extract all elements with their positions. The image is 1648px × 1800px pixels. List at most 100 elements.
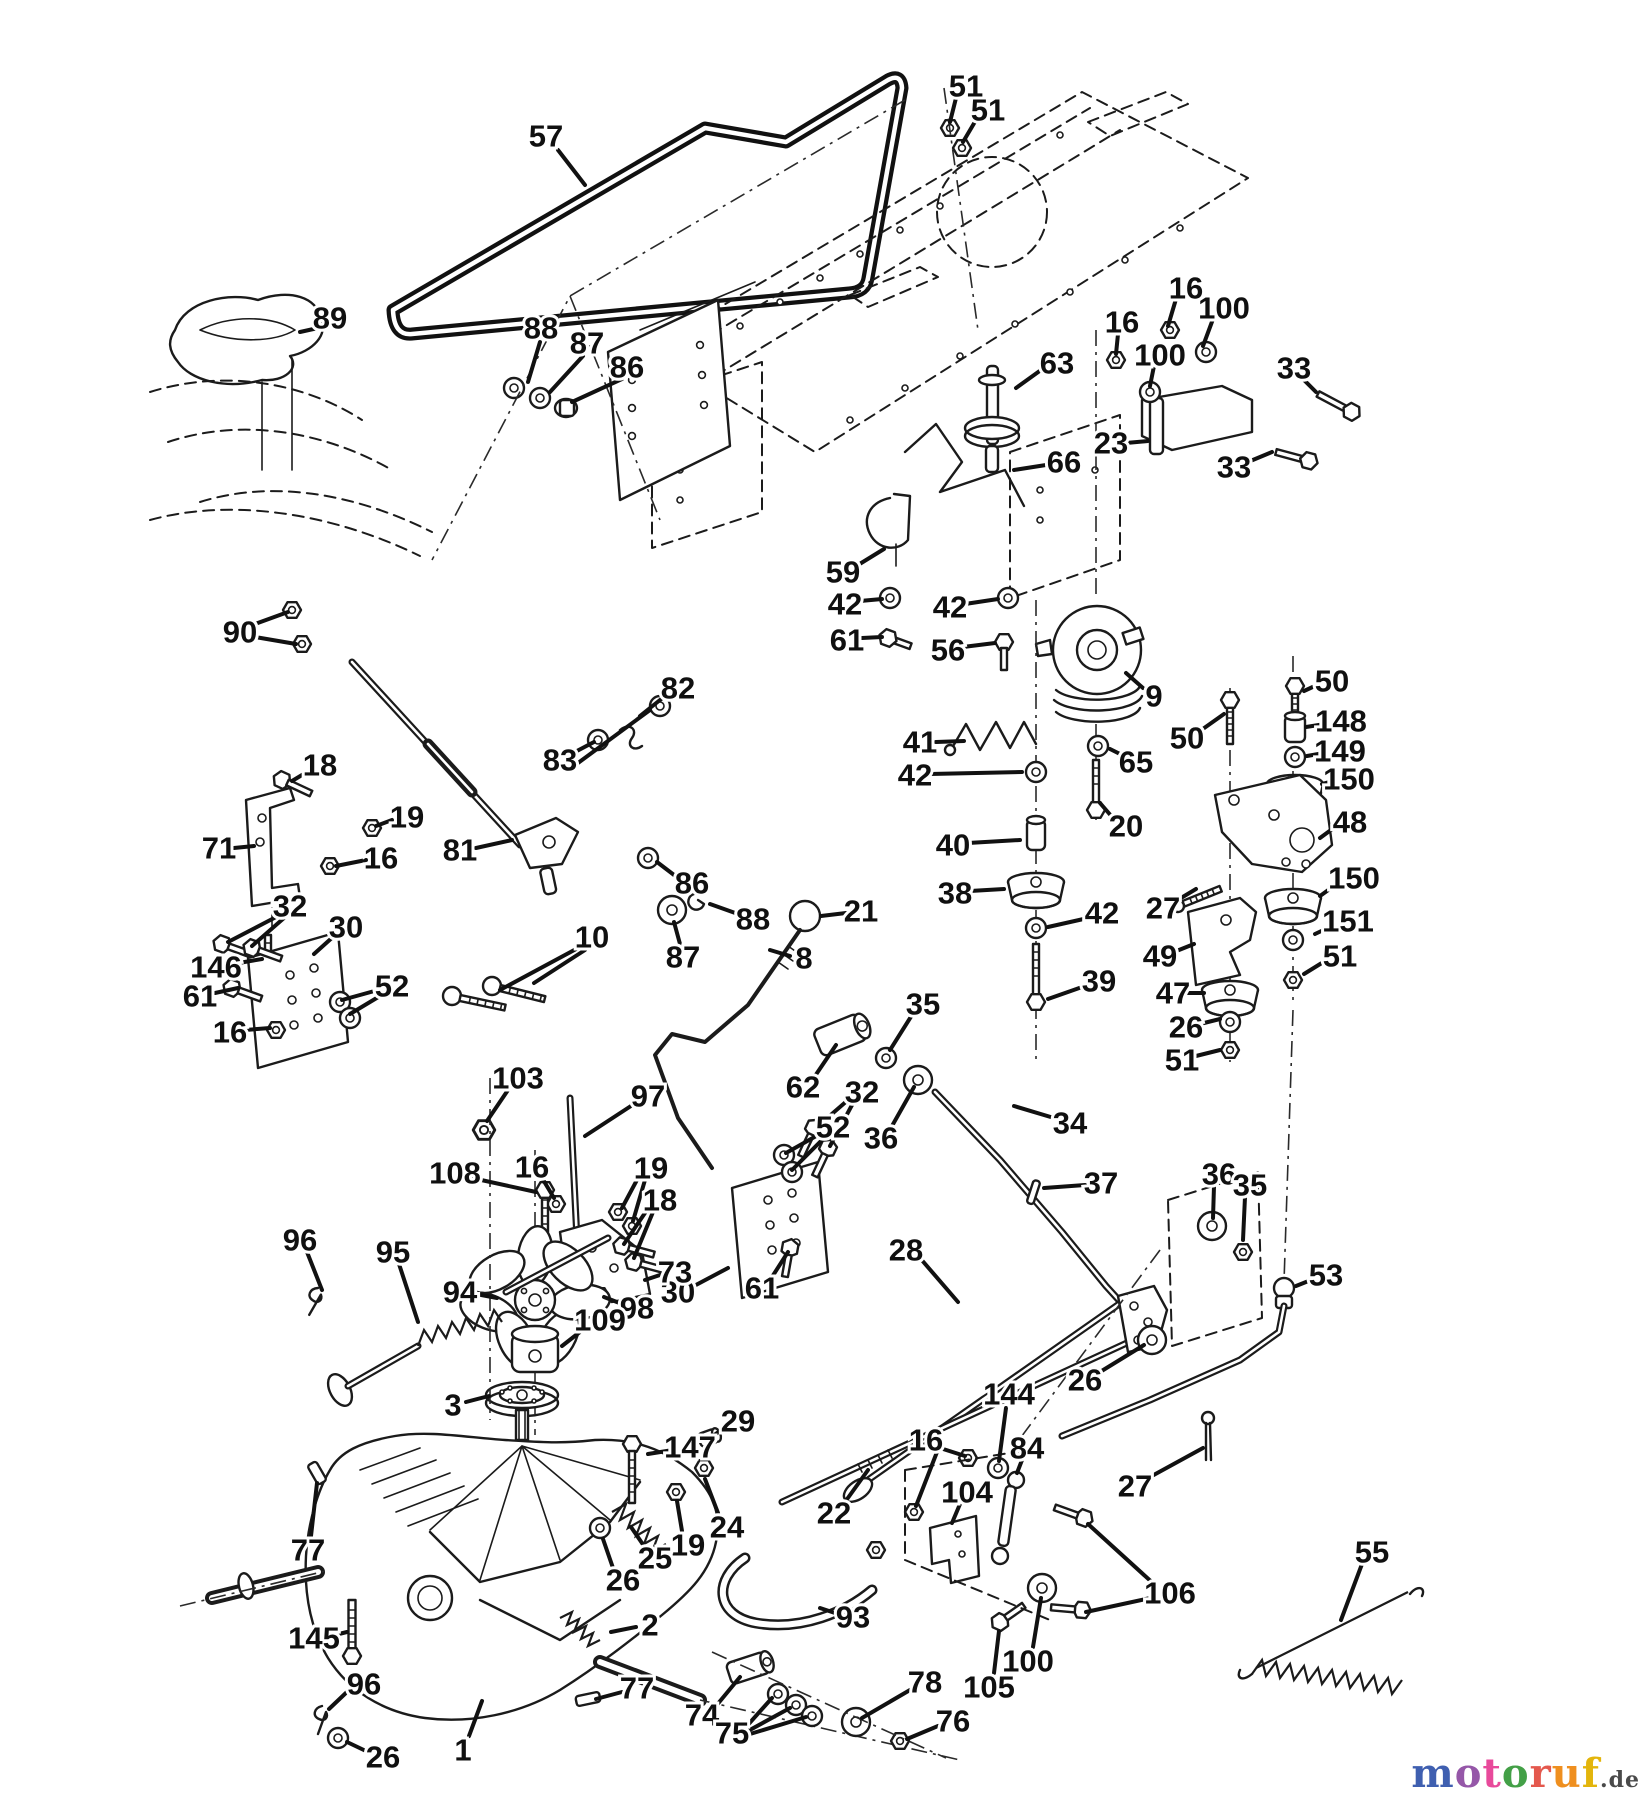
coupler-109 xyxy=(510,1324,560,1374)
leader-line-84 xyxy=(1015,1458,1024,1475)
leader-line-24 xyxy=(703,1477,720,1515)
leader-line-86 xyxy=(655,860,680,880)
leader-line-51 xyxy=(961,118,978,144)
leader-line-96 xyxy=(327,1688,351,1711)
part-label-74: 74 xyxy=(685,1698,720,1733)
part-label-39: 39 xyxy=(1082,964,1116,999)
logo-letter: t xyxy=(1482,1750,1502,1797)
eyebolts-10 xyxy=(441,975,547,1012)
part-label-20: 20 xyxy=(1109,809,1143,844)
part-label-82: 82 xyxy=(661,671,695,706)
part-label-89: 89 xyxy=(313,301,347,336)
part-label-27: 27 xyxy=(1146,891,1180,926)
leader-line-23 xyxy=(1124,439,1150,445)
bracket-71-group xyxy=(244,767,381,998)
axle-right xyxy=(593,1655,707,1707)
part-label-41: 41 xyxy=(903,725,937,760)
part-label-47: 47 xyxy=(1156,976,1190,1011)
leader-line-100 xyxy=(1031,1596,1043,1649)
part-label-29: 29 xyxy=(721,1404,755,1439)
part-label-88: 88 xyxy=(524,311,558,346)
key-77a xyxy=(307,1460,327,1486)
part-label-30: 30 xyxy=(329,910,363,945)
leader-line-18 xyxy=(622,1208,649,1246)
idler-arm-48-group xyxy=(1170,656,1334,1062)
part-label-84: 84 xyxy=(1010,1431,1045,1466)
part-label-32: 32 xyxy=(273,889,307,924)
leader-line-74 xyxy=(714,1675,742,1708)
leader-line-36 xyxy=(1211,1184,1216,1220)
leader-line-19 xyxy=(620,1176,640,1210)
part-label-51: 51 xyxy=(1165,1043,1199,1078)
part-label-100: 100 xyxy=(1002,1644,1054,1679)
part-label-149: 149 xyxy=(1314,734,1366,769)
washers-86-87-88 xyxy=(502,376,579,419)
leader-line-145 xyxy=(329,1630,349,1638)
bolt-20 xyxy=(1085,758,1107,819)
motoruf-logo[interactable]: motoruf.de xyxy=(1411,1754,1640,1794)
logo-letter: r xyxy=(1529,1750,1552,1797)
part-label-16: 16 xyxy=(1105,305,1139,340)
part-label-146: 146 xyxy=(190,950,242,985)
leader-line-16 xyxy=(1166,297,1178,328)
part-label-55: 55 xyxy=(1355,1535,1389,1570)
leader-line-36 xyxy=(890,1085,916,1128)
part-label-40: 40 xyxy=(936,828,970,863)
pulley-63 xyxy=(963,364,1021,474)
part-label-16: 16 xyxy=(909,1423,943,1458)
part-label-37: 37 xyxy=(1084,1166,1118,1201)
leader-line-57 xyxy=(556,148,587,187)
part-label-28: 28 xyxy=(889,1233,923,1268)
part-label-1: 1 xyxy=(454,1733,471,1768)
part-label-62: 62 xyxy=(786,1070,820,1105)
leader-line-39 xyxy=(1046,984,1087,1001)
leader-line-1 xyxy=(467,1699,484,1738)
axle-spacers-74-75-76-78 xyxy=(711,1649,947,1759)
part-label-96: 96 xyxy=(283,1223,317,1258)
part-label-36: 36 xyxy=(864,1121,898,1156)
leader-line-51 xyxy=(948,96,958,124)
leader-line-20 xyxy=(1098,801,1115,820)
leader-line-10 xyxy=(498,946,580,992)
part-label-81: 81 xyxy=(443,833,477,868)
part-label-35: 35 xyxy=(1233,1168,1267,1203)
leader-line-66 xyxy=(1012,463,1048,472)
leader-line-16 xyxy=(540,1176,556,1200)
part-label-52: 52 xyxy=(375,969,409,1004)
leader-line-83 xyxy=(576,708,652,765)
leader-line-37 xyxy=(1042,1183,1087,1190)
part-label-150: 150 xyxy=(1328,861,1380,896)
leader-line-18 xyxy=(632,1210,655,1260)
washers-86-87-88-b xyxy=(636,846,706,926)
bushing-62-washers xyxy=(813,1012,934,1096)
leader-line-104 xyxy=(950,1502,962,1525)
part-label-32: 32 xyxy=(845,1075,879,1110)
part-label-75: 75 xyxy=(715,1716,749,1751)
part-label-3: 3 xyxy=(444,1388,461,1423)
leader-line-21 xyxy=(819,911,848,918)
part-label-63: 63 xyxy=(1040,346,1074,381)
leader-line-151 xyxy=(1313,924,1334,936)
part-label-83: 83 xyxy=(543,743,577,778)
part-label-42: 42 xyxy=(1085,896,1119,931)
part-label-73: 73 xyxy=(658,1255,692,1290)
leader-line-105 xyxy=(992,1629,1001,1675)
plate-30-mid xyxy=(730,1115,841,1300)
leader-line-16 xyxy=(334,858,368,868)
leader-line-90 xyxy=(253,610,290,626)
part-label-51: 51 xyxy=(971,93,1005,128)
leader-line-86 xyxy=(570,377,624,404)
leader-line-87 xyxy=(672,920,682,946)
leader-line-26 xyxy=(345,1740,370,1754)
logo-letter: u xyxy=(1551,1750,1582,1797)
leader-line-51 xyxy=(1194,1048,1222,1058)
part-label-48: 48 xyxy=(1333,805,1367,840)
leader-line-52 xyxy=(348,994,382,1016)
part-label-42: 42 xyxy=(898,758,932,793)
part-label-2: 2 xyxy=(641,1608,658,1643)
hose-93-core xyxy=(719,1555,875,1628)
leader-line-61 xyxy=(860,635,884,640)
leader-line-50 xyxy=(1302,683,1319,693)
part-label-61: 61 xyxy=(183,979,217,1014)
part-label-18: 18 xyxy=(643,1183,677,1218)
